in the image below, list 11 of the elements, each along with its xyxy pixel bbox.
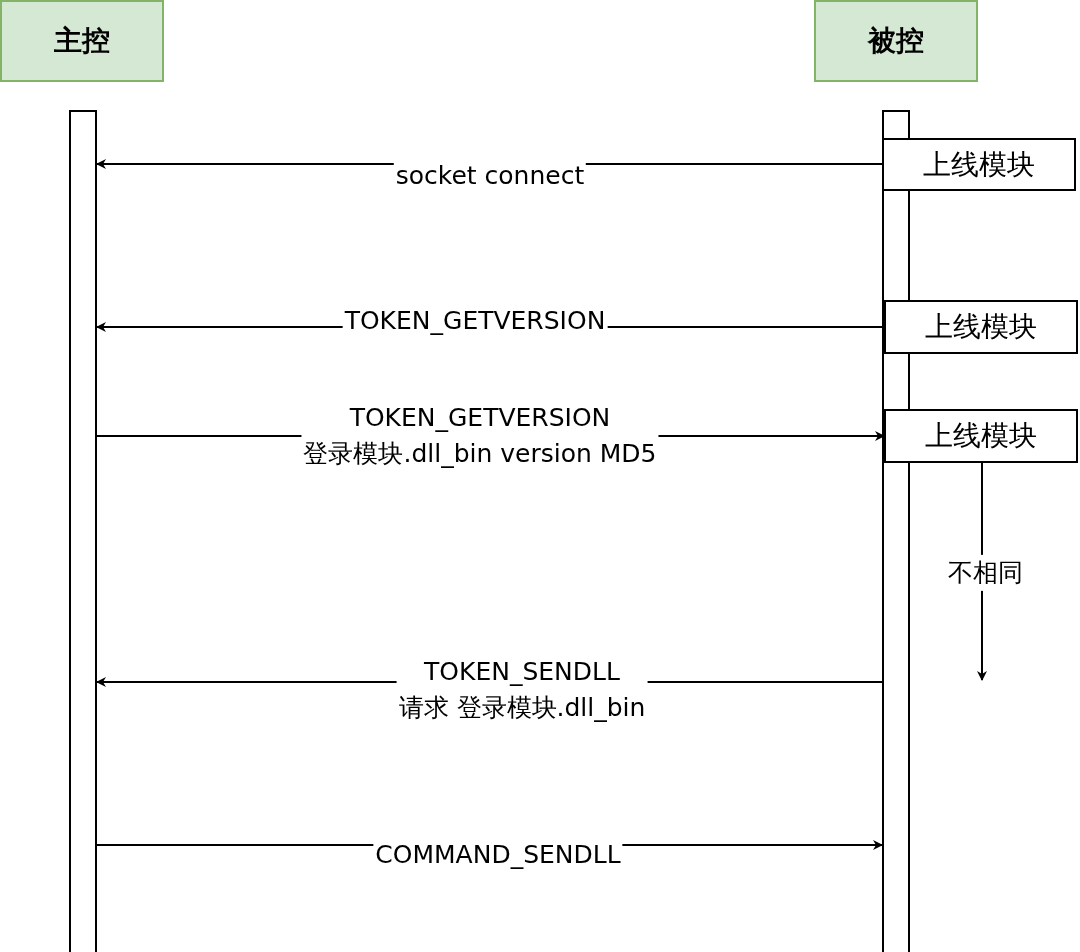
participant-box [0,0,164,82]
module-name: 上线模块 [923,146,1035,183]
activation-box [884,300,1078,354]
module-name: 上线模块 [925,418,1037,454]
participant-box [814,0,978,82]
participant-name: 主控 [54,23,110,59]
participant-name: 被控 [868,23,924,59]
activation-box [882,138,1076,191]
lifeline-bar [69,110,97,952]
activation-box [884,409,1078,463]
module-name: 上线模块 [925,309,1037,345]
